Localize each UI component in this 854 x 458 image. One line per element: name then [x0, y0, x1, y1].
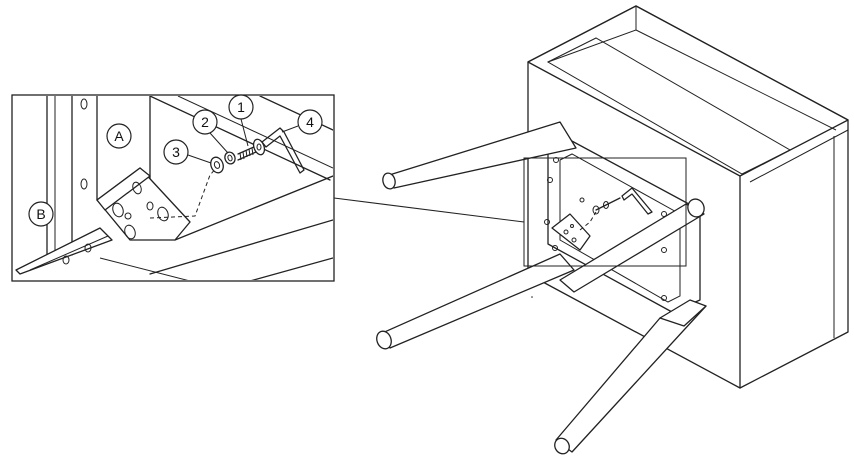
bolt-icon: [237, 138, 266, 161]
callout-lock-washer: 2: [192, 109, 229, 154]
callout-bolt: 1: [228, 94, 254, 147]
leg-bottom: [554, 299, 707, 455]
callout-flat-washer-label: 3: [172, 144, 180, 160]
callout-flat-washer: 3: [163, 139, 212, 165]
callout-lock-washer-label: 2: [201, 114, 209, 130]
leg-right: [559, 198, 705, 293]
callout-panel-b: B: [28, 201, 54, 227]
leg-top-left: [382, 121, 577, 190]
zoom-region-box: [523, 157, 687, 267]
detail-inset: 1 2 3 4 A B: [11, 94, 335, 282]
table-assembly: [376, 5, 849, 455]
allen-key-icon: [261, 127, 305, 174]
leg-bottom-left: [376, 253, 575, 350]
callout-panel-a: A: [106, 123, 132, 149]
callout-bolt-label: 1: [237, 99, 245, 115]
callout-allen-key-label: 4: [306, 114, 314, 130]
callout-panel-a-label: A: [114, 128, 124, 144]
zoom-connector: [333, 197, 525, 223]
callout-allen-key: 4: [281, 109, 323, 135]
callout-panel-b-label: B: [36, 206, 45, 222]
